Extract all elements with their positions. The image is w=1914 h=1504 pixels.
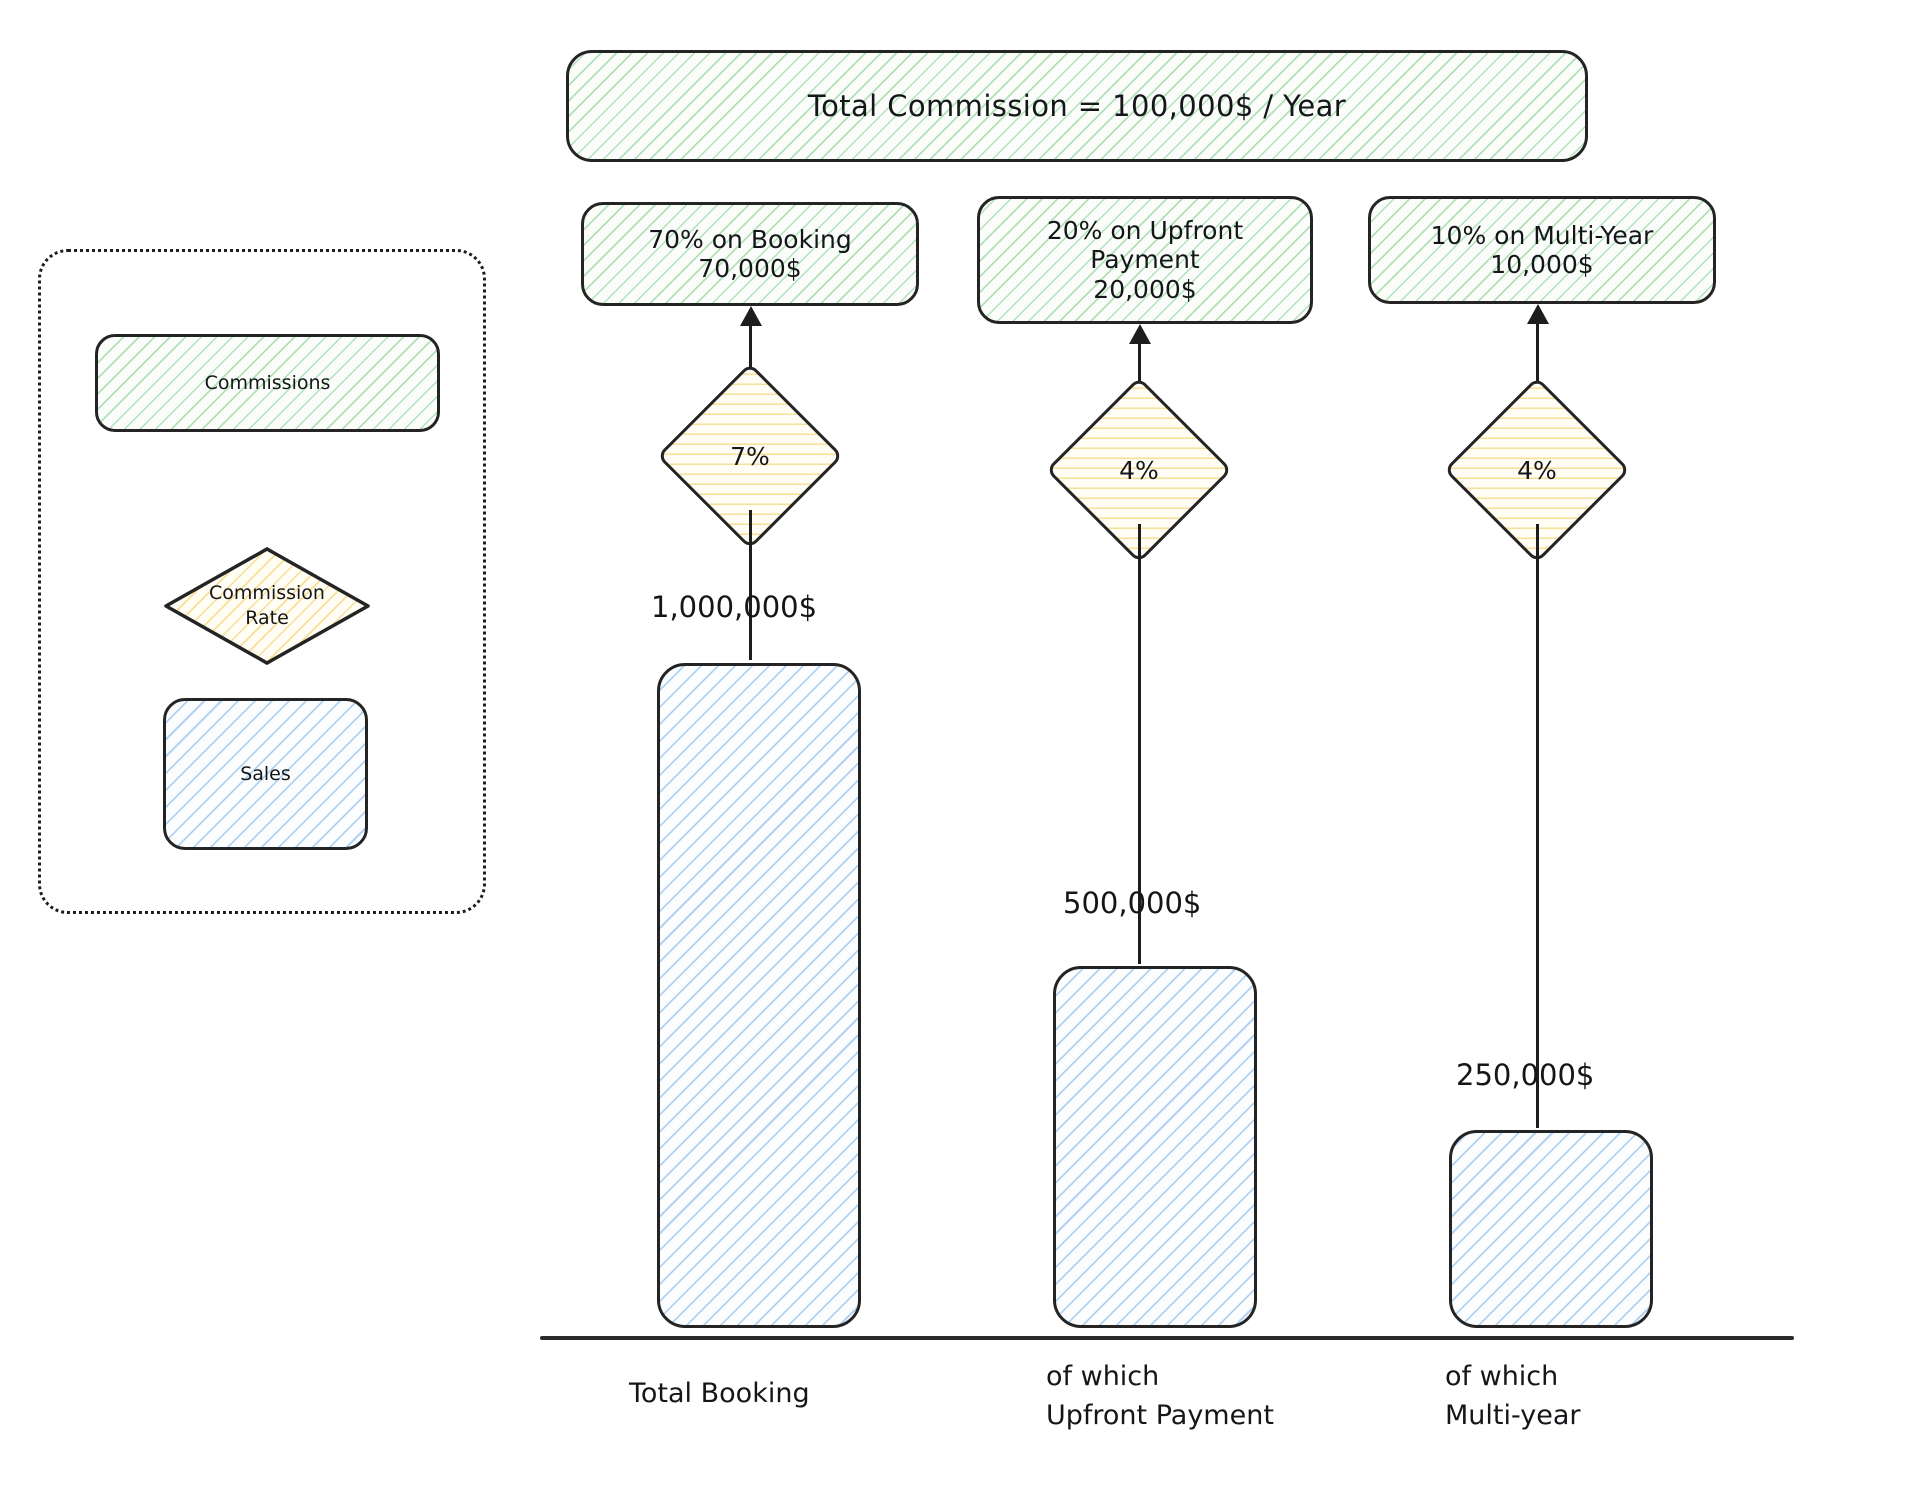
bar-multi-year xyxy=(1449,1130,1653,1328)
commission-rate-diamond-multiyear: 4% xyxy=(1443,376,1631,564)
connector-multiyear-arrowhead xyxy=(1527,304,1549,324)
connector-upfront-stem xyxy=(1138,524,1141,964)
total-commission-banner: Total Commission = 100,000$ / Year xyxy=(566,50,1588,162)
diamond-rate-label: 7% xyxy=(730,441,770,471)
connector-upfront-arrowhead xyxy=(1129,324,1151,344)
bar-total-booking xyxy=(657,663,861,1328)
split-box-upfront: 20% on Upfront Payment 20,000$ xyxy=(977,196,1313,324)
connector-multiyear-arrow-line xyxy=(1536,320,1539,410)
commission-rate-diamond-upfront: 4% xyxy=(1045,376,1233,564)
legend-item-sales: Sales xyxy=(163,698,368,850)
connector-booking-arrowhead xyxy=(740,306,762,326)
bar-value-multiyear: 250,000$ xyxy=(1456,1058,1595,1092)
bar-value-upfront: 500,000$ xyxy=(1063,886,1202,920)
legend-diamond-outline xyxy=(164,547,370,665)
commission-rate-diamond-booking: 7% xyxy=(656,362,844,550)
bar-value-total-booking: 1,000,000$ xyxy=(651,590,818,624)
connector-upfront-arrow-line xyxy=(1138,340,1141,410)
legend-item-commissions: Commissions xyxy=(95,334,440,432)
legend-diamond-label: Commission Rate xyxy=(209,582,325,629)
connector-booking-stem xyxy=(749,510,752,660)
x-axis-line xyxy=(540,1336,1794,1340)
legend-item-commission-rate: Commission Rate xyxy=(164,503,370,709)
diamond-rate-label: 4% xyxy=(1119,455,1159,485)
axis-label-upfront-payment: of which Upfront Payment xyxy=(1046,1361,1274,1432)
connector-multiyear-stem xyxy=(1536,524,1539,1128)
split-box-multiyear: 10% on Multi-Year 10,000$ xyxy=(1368,196,1716,304)
split-box-booking: 70% on Booking 70,000$ xyxy=(581,202,919,306)
axis-label-multi-year: of which Multi-year xyxy=(1445,1361,1581,1432)
axis-label-total-booking: Total Booking xyxy=(629,1378,810,1409)
bar-upfront-payment xyxy=(1053,966,1257,1328)
connector-booking-arrow-line xyxy=(749,322,752,394)
legend-panel xyxy=(38,249,486,914)
diamond-rate-label: 4% xyxy=(1517,455,1557,485)
